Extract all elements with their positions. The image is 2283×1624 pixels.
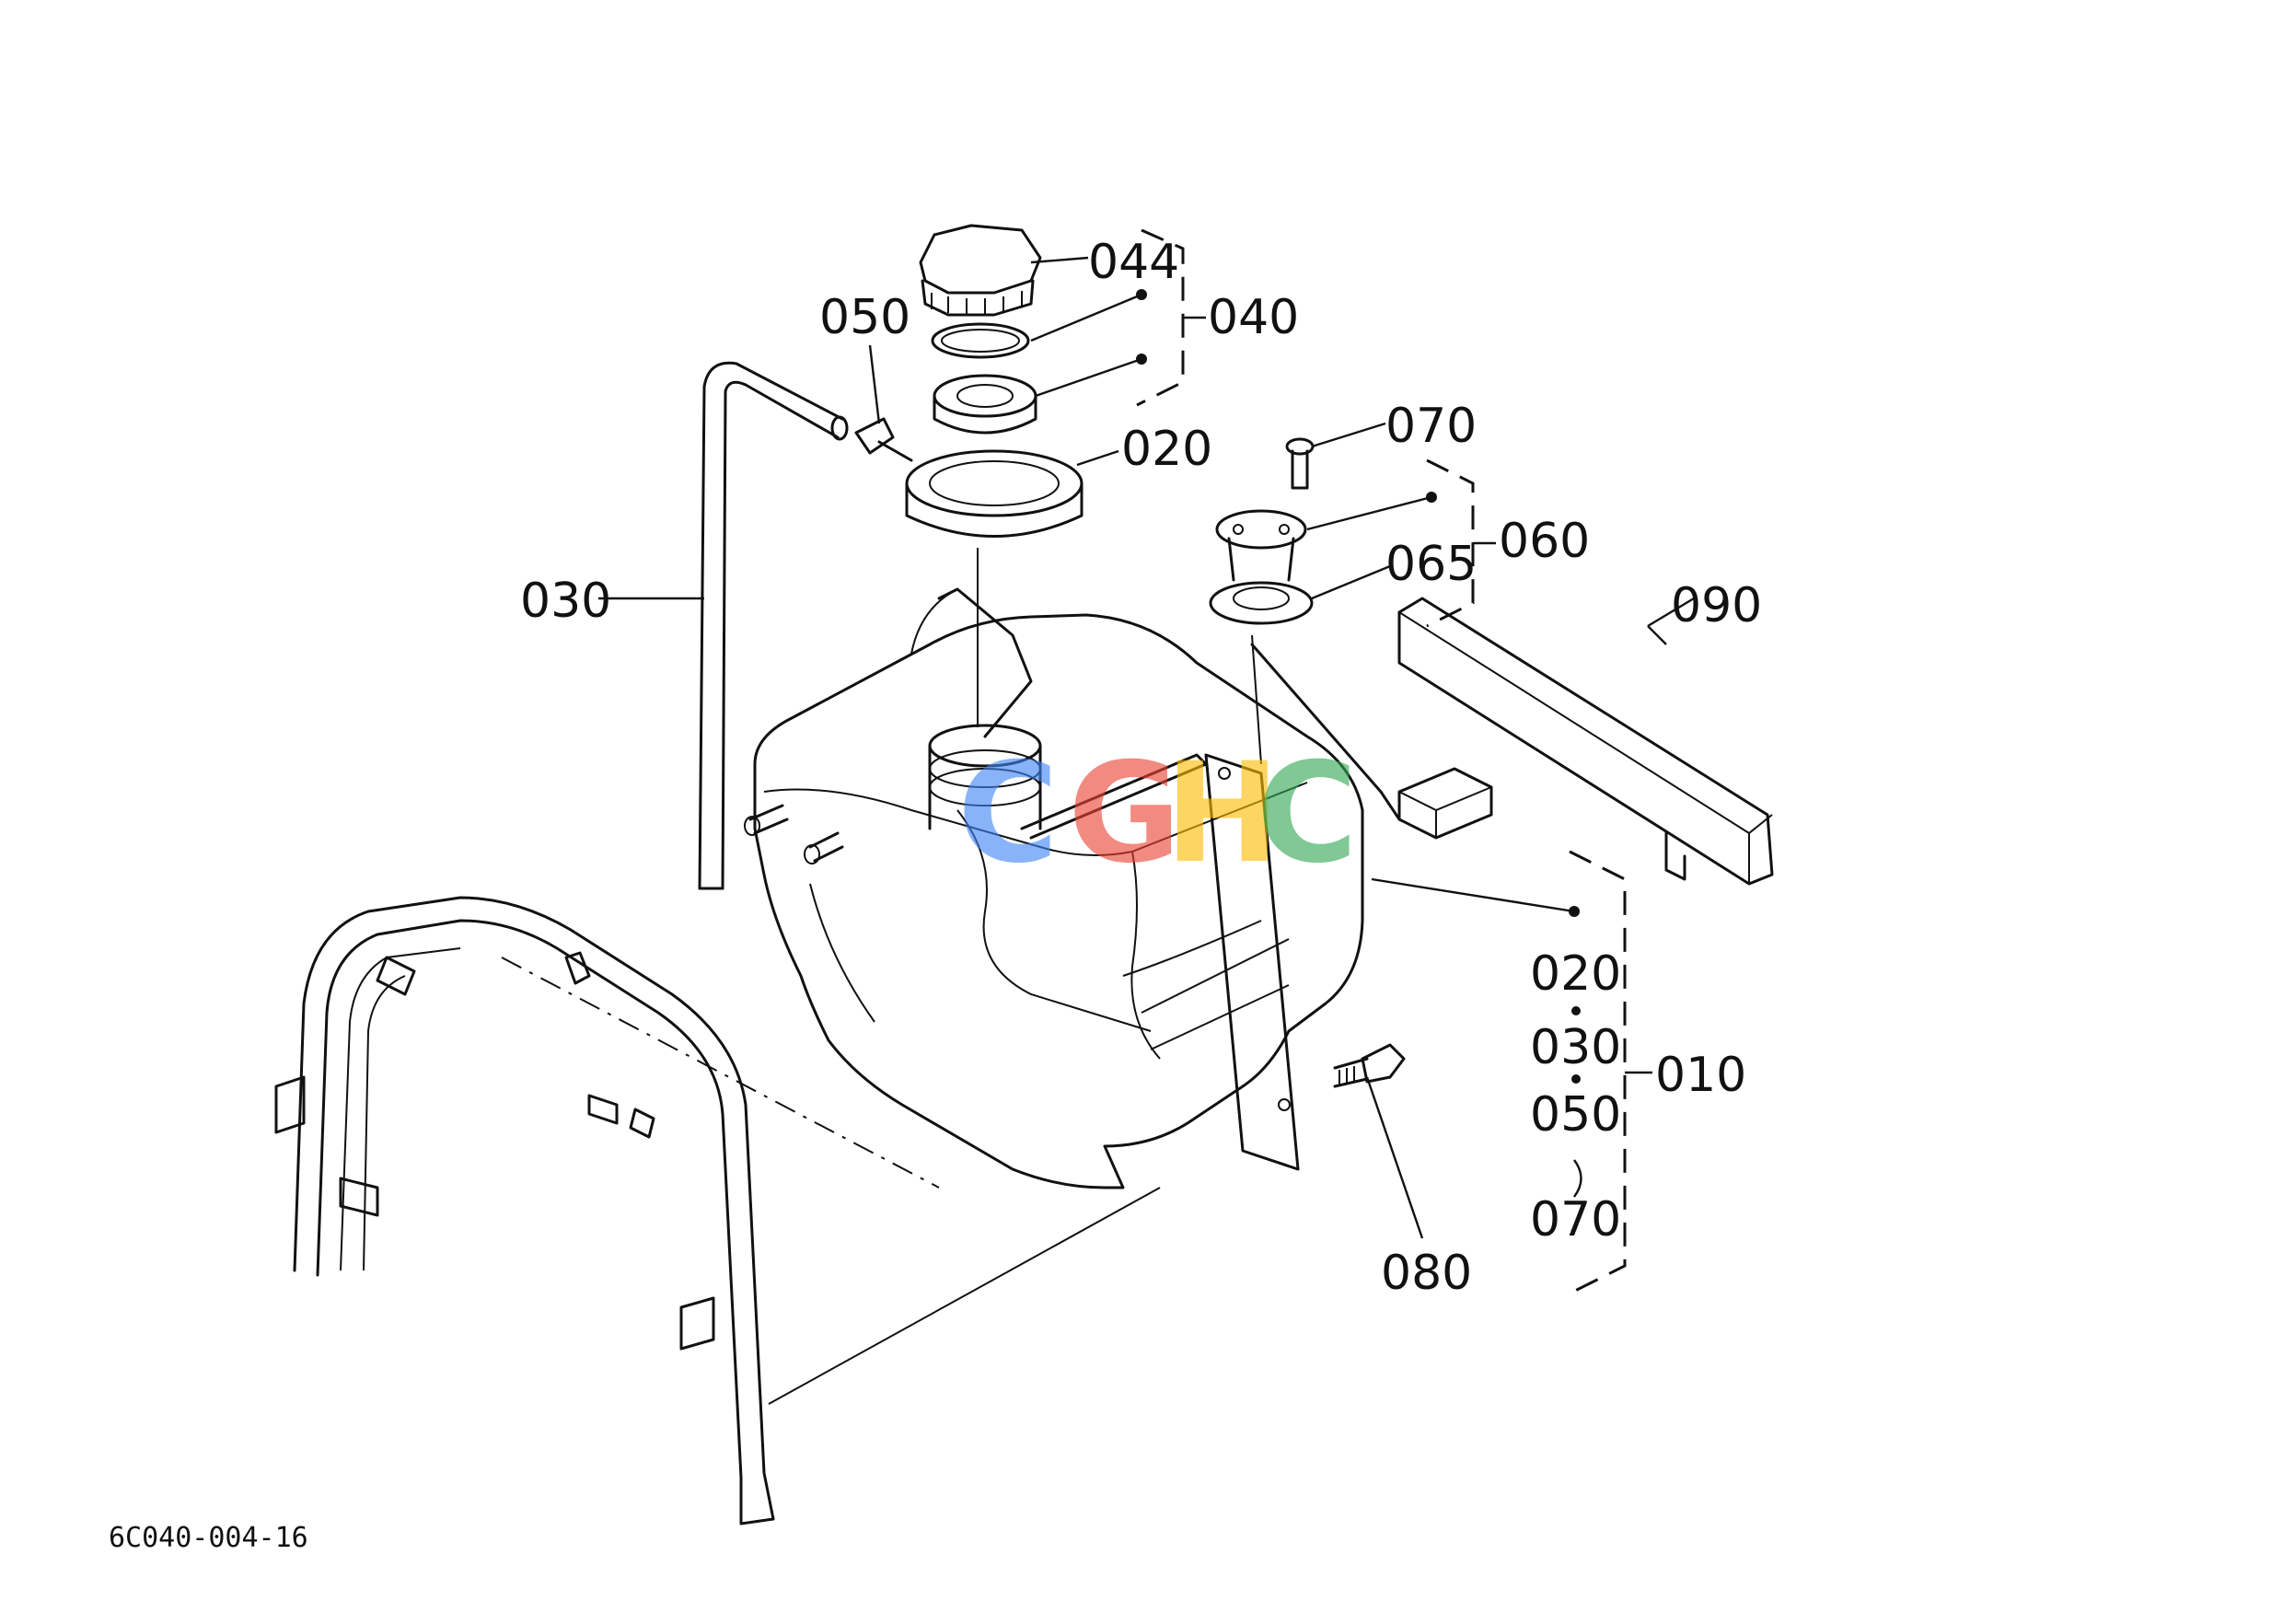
kit-010-item-070: 070 [1530,1192,1621,1247]
label-070: 070 [1385,399,1477,454]
label-090: 090 [1671,578,1762,633]
label-080: 080 [1381,1246,1472,1301]
label-010: 010 [1655,1048,1746,1103]
watermark-letter-c2: C [1257,734,1358,894]
kit-010-item-030: 030 [1530,1020,1621,1075]
label-050: 050 [819,290,910,345]
label-044: 044 [1088,235,1179,290]
watermark-letter-h: H [1165,734,1281,894]
kit-010-item-050: 050 [1530,1087,1621,1143]
part-labels: 044 040 050 020 030 070 060 065 090 080 … [109,235,1762,1554]
fuel-tank-drawing [744,587,1364,1189]
cover-plate-drawing [1397,597,1774,886]
breather-hose-drawing [698,361,913,890]
label-020: 020 [1121,422,1212,477]
watermark-letter-g: G [1068,734,1181,894]
label-060: 060 [1499,514,1590,569]
filler-cap-drawing [905,224,1084,727]
label-065: 065 [1385,537,1477,592]
drain-bolt-drawing [1333,1043,1406,1088]
roll-frame-drawing [274,896,1161,1525]
kit-brackets [1136,228,1652,1295]
label-040: 040 [1208,290,1299,345]
label-030: 030 [520,574,611,629]
kit-010-item-020: 020 [1530,946,1621,1002]
drawing-code: 6C040-004-16 [109,1522,308,1554]
leader-lines [598,256,1695,1239]
watermark-letter-c1: C [957,734,1059,894]
watermark: C G H C [957,734,1358,894]
